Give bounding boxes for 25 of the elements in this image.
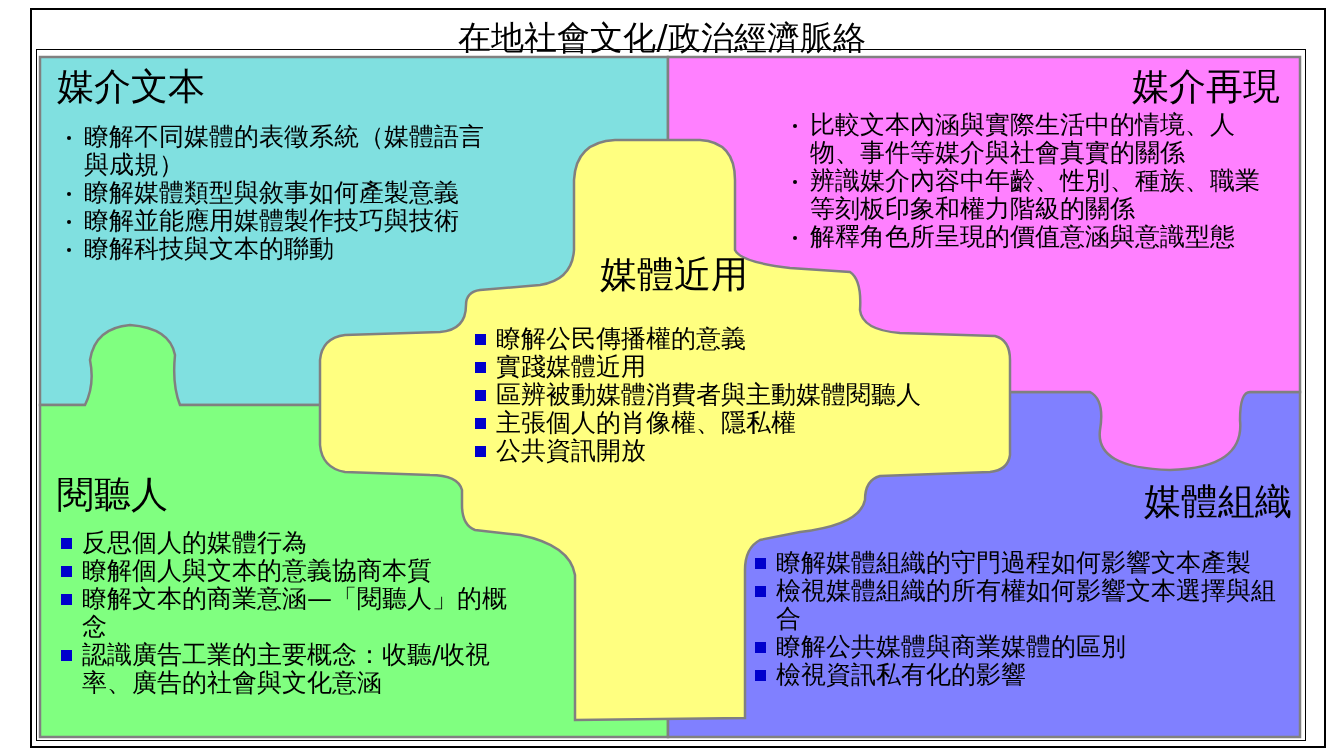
bullet-text: 檢視媒體組織的所有權如何影響文本選擇與組合 <box>776 577 1277 633</box>
bullet-text: 反思個人的媒體行為 <box>82 529 307 557</box>
bullet-text: 瞭解並能應用媒體製作技巧與技術 <box>84 207 459 235</box>
bullet-text: 辨識媒介內容中年齡、性別、種族、職業等刻板印象和權力階級的關係 <box>810 167 1261 223</box>
bullet-text: 公共資訊開放 <box>496 437 646 465</box>
bullet-text: 瞭解個人與文本的意義協商本質 <box>82 557 432 585</box>
bullet-text: 瞭解不同媒體的表徵系統（媒體語言與成規） <box>84 123 485 179</box>
piece-heading: 媒介再現 <box>1131 66 1280 108</box>
piece-heading: 媒體組織 <box>1143 481 1292 523</box>
bullet-text: 瞭解媒體類型與敘事如何產製意義 <box>84 179 459 207</box>
piece-heading: 媒體近用 <box>599 254 749 296</box>
bullet-text: 瞭解公共媒體與商業媒體的區別 <box>776 633 1126 661</box>
bullet-text: 解釋角色所呈現的價值意涵與意識型態 <box>810 223 1235 251</box>
bullet-text: 瞭解文本的商業意涵—「閱聽人」的概念 <box>82 585 508 641</box>
bullet-text: 瞭解公民傳播權的意義 <box>496 325 746 353</box>
bullet-text: 認識廣告工業的主要概念：收聽/收視率、廣告的社會與文化意涵 <box>82 641 492 697</box>
bullet-text: 區辨被動媒體消費者與主動媒體閱聽人 <box>496 381 921 409</box>
bullet-text: 瞭解媒體組織的守門過程如何影響文本產製 <box>776 549 1251 577</box>
bullet-text: 檢視資訊私有化的影響 <box>776 661 1026 689</box>
bullet-text: 主張個人的肖像權、隱私權 <box>496 409 796 437</box>
bullet-text: 瞭解科技與文本的聯動 <box>84 235 334 263</box>
bullet-text: 實踐媒體近用 <box>496 353 646 381</box>
piece-heading: 媒介文本 <box>57 66 206 108</box>
bullet-text: 比較文本內涵與實際生活中的情境、人物、事件等媒介與社會真實的關係 <box>810 111 1236 167</box>
piece-heading: 閱聽人 <box>57 474 169 516</box>
